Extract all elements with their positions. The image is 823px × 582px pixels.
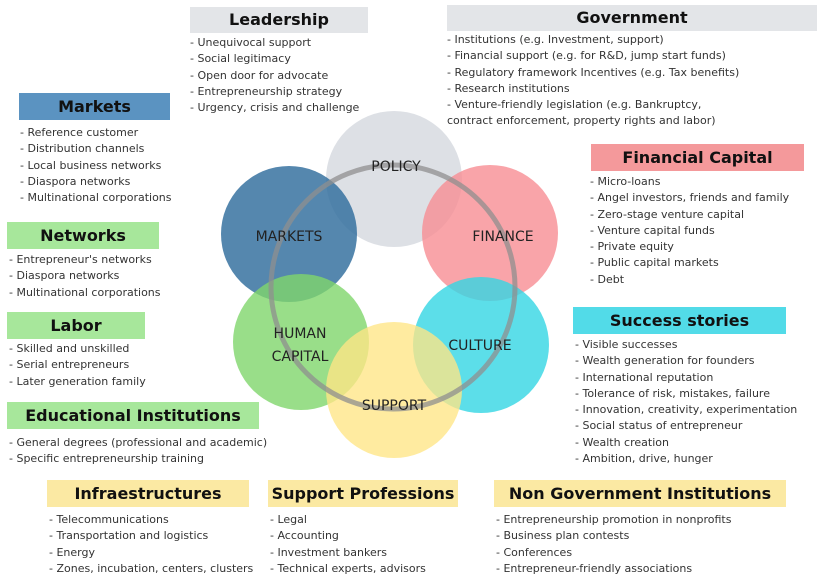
- list-item: Open door for advocate: [190, 68, 359, 84]
- list-item: Reference customer: [20, 125, 172, 141]
- list-item: Institutions (e.g. Investment, support): [447, 32, 747, 48]
- list-item: Skilled and unskilled: [9, 341, 146, 357]
- list-item: General degrees (professional and academ…: [9, 435, 267, 451]
- list-item: Debt: [590, 272, 789, 288]
- markets-header: Markets: [19, 93, 170, 120]
- list-item: Entrepreneurship promotion in nonprofits: [496, 512, 731, 528]
- list-item: Later generation family: [9, 374, 145, 390]
- financial-capital-header: Financial Capital: [591, 144, 804, 171]
- list-item: Multinational corporations: [20, 190, 171, 206]
- markets-circle: [221, 166, 357, 302]
- markets-label: MARKETS: [256, 229, 323, 245]
- government-header: Government: [447, 5, 817, 31]
- central-ring: [268, 162, 518, 412]
- list-item: Distribution channels: [20, 141, 172, 157]
- support-label: SUPPORT: [362, 398, 427, 414]
- capital-label: CAPITAL: [272, 349, 329, 365]
- labor-list: Skilled and unskilled Serial entrepreneu…: [9, 341, 146, 390]
- list-item: Serial entrepreneurs: [9, 357, 146, 373]
- culture-label: CULTURE: [448, 338, 511, 354]
- list-item: Zero-stage venture capital: [590, 207, 789, 223]
- list-item: Public capital markets: [590, 255, 789, 271]
- list-item: Entrepreneur-friendly associations: [496, 561, 731, 577]
- success-stories-list: Visible successes Wealth generation for …: [575, 337, 797, 467]
- list-item: Entrepreneurship strategy: [190, 84, 359, 100]
- list-item: Technical experts, advisors: [270, 561, 425, 577]
- list-item: Transportation and logistics: [49, 528, 253, 544]
- list-item: Business plan contests: [496, 528, 731, 544]
- list-item: Accounting: [270, 528, 426, 544]
- list-item: Diaspora networks: [9, 268, 161, 284]
- infrastructures-list: Telecommunications Transportation and lo…: [49, 512, 253, 577]
- list-item: Legal: [270, 512, 426, 528]
- list-item: Urgency, crisis and challenge: [190, 100, 359, 116]
- list-item: Entrepreneur's networks: [9, 252, 161, 268]
- government-list: Institutions (e.g. Investment, support) …: [447, 32, 747, 130]
- list-item: Private equity: [590, 239, 789, 255]
- list-item: Venture-friendly legislation (e.g. Bankr…: [447, 97, 747, 130]
- list-item: Social legitimacy: [190, 51, 359, 67]
- labor-header: Labor: [7, 312, 145, 339]
- list-item: Regulatory framework Incentives (e.g. Ta…: [447, 65, 747, 81]
- infrastructures-header: Infraestructures: [47, 480, 249, 507]
- list-item: Social status of entrepreneur: [575, 418, 797, 434]
- list-item: Local business networks: [20, 158, 172, 174]
- support-circle: [326, 322, 462, 458]
- list-item: Innovation, creativity, experimentation: [575, 402, 797, 418]
- finance-circle: [422, 165, 558, 301]
- list-item: Visible successes: [575, 337, 797, 353]
- list-item: Conferences: [496, 545, 731, 561]
- list-item: Micro-loans: [590, 174, 789, 190]
- list-item: Investment bankers: [270, 545, 426, 561]
- non-government-header: Non Government Institutions: [494, 480, 786, 507]
- financial-capital-list: Micro-loans Angel investors, friends and…: [590, 174, 789, 288]
- list-item: Wealth creation: [575, 435, 797, 451]
- list-item: Telecommunications: [49, 512, 253, 528]
- list-item: Research institutions: [447, 81, 747, 97]
- educational-header: Educational Institutions: [7, 402, 259, 429]
- list-item: Financial support (e.g. for R&D, jump st…: [447, 48, 747, 64]
- list-item: Angel investors, friends and family: [590, 190, 789, 206]
- finance-label: FINANCE: [472, 229, 533, 245]
- list-item: Ambition, drive, hunger: [575, 451, 797, 467]
- list-item: Energy: [49, 545, 253, 561]
- non-government-list: Entrepreneurship promotion in nonprofits…: [496, 512, 731, 577]
- policy-label: POLICY: [371, 159, 421, 175]
- list-item: Tolerance of risk, mistakes, failure: [575, 386, 797, 402]
- networks-header: Networks: [7, 222, 159, 249]
- list-item: Unequivocal support: [190, 35, 359, 51]
- leadership-list: Unequivocal support Social legitimacy Op…: [190, 35, 359, 116]
- success-stories-header: Success stories: [573, 307, 786, 334]
- list-item: Specific entrepreneurship training: [9, 451, 267, 467]
- list-item: Wealth generation for founders: [575, 353, 797, 369]
- markets-list: Reference customer Distribution channels…: [20, 125, 172, 206]
- human-label: HUMAN: [274, 326, 327, 342]
- educational-list: General degrees (professional and academ…: [9, 435, 267, 468]
- support-professions-list: Legal Accounting Investment bankers Tech…: [270, 512, 426, 577]
- list-item: Zones, incubation, centers, clusters: [49, 561, 253, 577]
- support-professions-header: Support Professions: [268, 480, 458, 507]
- leadership-header: Leadership: [190, 7, 368, 33]
- networks-list: Entrepreneur's networks Diaspora network…: [9, 252, 161, 301]
- list-item: Diaspora networks: [20, 174, 172, 190]
- list-item: International reputation: [575, 370, 797, 386]
- list-item: Venture capital funds: [590, 223, 789, 239]
- list-item: Multinational corporations: [9, 285, 160, 301]
